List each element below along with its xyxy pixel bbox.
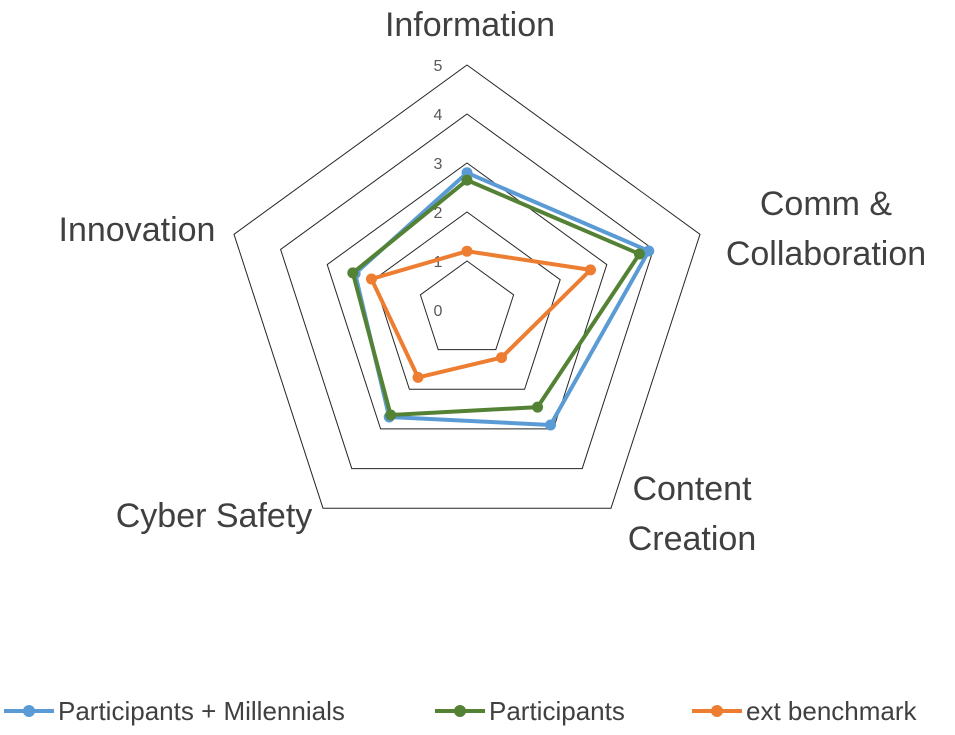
axis-label: Comm & Collaboration xyxy=(726,185,926,273)
grid-ring-2 xyxy=(373,211,561,390)
grid-ring-1 xyxy=(419,260,515,351)
axis-label-line: Comm & xyxy=(760,185,893,223)
axis-label-line: Collaboration xyxy=(726,235,926,273)
axis-label-line: Content xyxy=(632,470,752,508)
legend-label: Participants + Millennials xyxy=(58,696,345,726)
series-point xyxy=(584,264,596,276)
data-series xyxy=(347,167,655,431)
axis-label-line: Innovation xyxy=(59,211,216,249)
legend-swatch-marker xyxy=(711,705,723,717)
legend: Participants + Millennials Participants ex… xyxy=(4,696,918,726)
tick-label: 5 xyxy=(434,58,443,75)
legend-item: ext benchmark xyxy=(692,696,918,726)
radar-grid xyxy=(233,64,701,509)
axis-label: Cyber Safety xyxy=(116,497,313,535)
axis-label-line: Information xyxy=(385,6,555,44)
series-point xyxy=(385,409,397,421)
axis-label-line: Creation xyxy=(628,520,757,558)
series-point xyxy=(633,248,645,260)
series-line xyxy=(353,170,651,427)
grid-ring-4 xyxy=(280,113,654,470)
tick-label: 2 xyxy=(434,205,443,222)
legend-swatch-marker xyxy=(23,705,35,717)
legend-item: Participants + Millennials xyxy=(4,696,345,726)
series-line xyxy=(350,178,642,418)
series-point xyxy=(365,273,377,285)
grid-ring-5 xyxy=(233,64,701,509)
grid-ring-3 xyxy=(326,162,608,430)
series-point xyxy=(461,245,473,257)
series-point xyxy=(461,174,473,186)
axis-label-line: Cyber Safety xyxy=(116,497,313,535)
tick-label: 4 xyxy=(434,107,443,124)
legend-label: ext benchmark xyxy=(746,696,918,726)
series-1 xyxy=(347,174,645,421)
series-2 xyxy=(365,245,596,383)
series-point xyxy=(532,401,544,413)
legend-swatch-marker xyxy=(454,705,466,717)
series-point xyxy=(412,371,424,383)
tick-label: 1 xyxy=(434,254,443,271)
radial-tick-labels: 0 1 2 3 4 5 xyxy=(434,58,443,320)
axis-label: Information xyxy=(385,6,555,44)
legend-item: Participants xyxy=(435,696,625,726)
series-point xyxy=(347,267,359,279)
tick-label: 0 xyxy=(434,303,443,320)
series-point xyxy=(643,245,655,257)
axis-label: Innovation xyxy=(59,211,216,249)
series-point xyxy=(496,352,508,364)
tick-label: 3 xyxy=(434,156,443,173)
series-point xyxy=(545,419,557,431)
series-line xyxy=(369,249,593,380)
legend-label: Participants xyxy=(489,696,625,726)
